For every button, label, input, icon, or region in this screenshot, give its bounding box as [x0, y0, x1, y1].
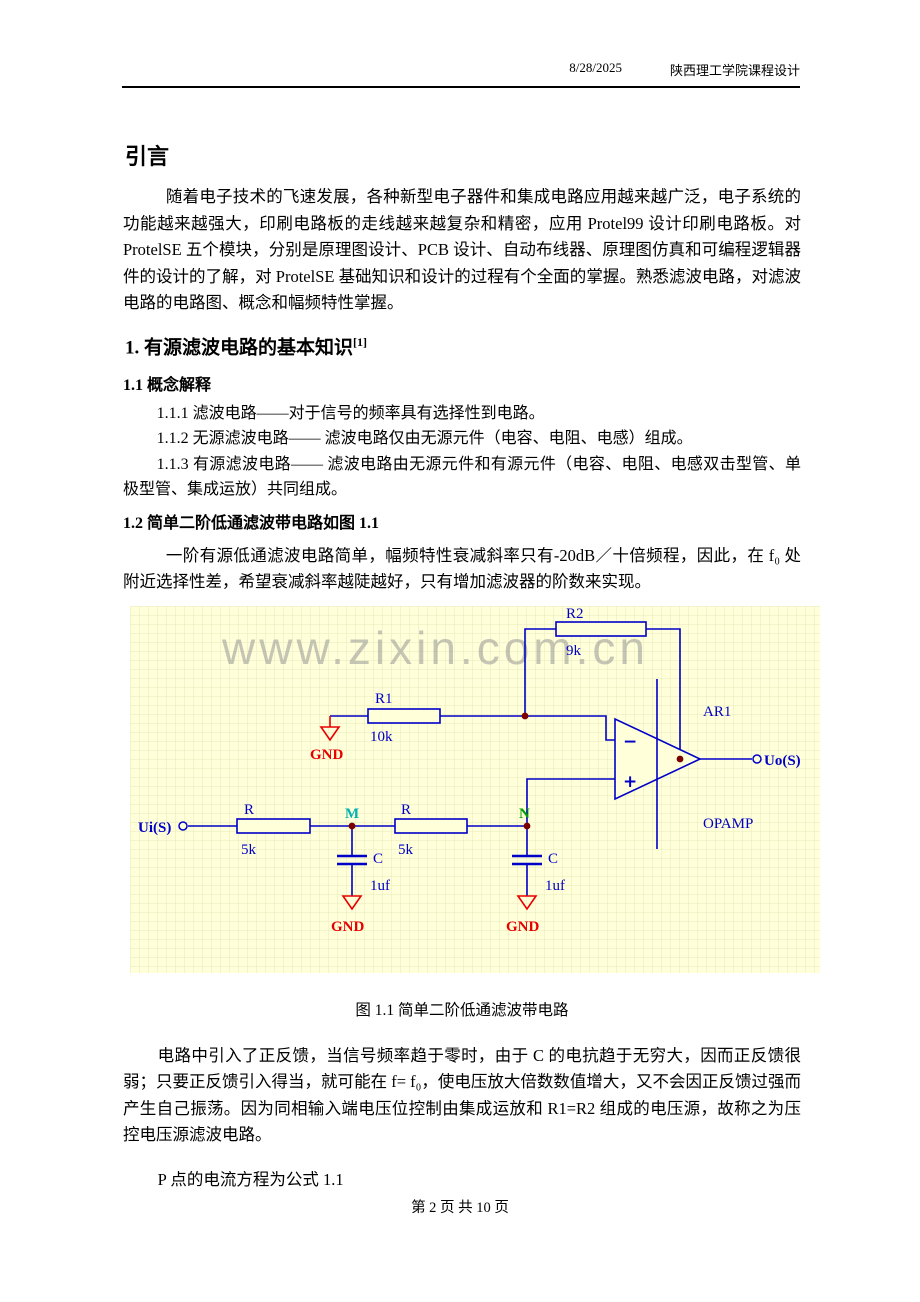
- junction-feedback: [521, 712, 529, 720]
- page-number-text: 第 2 页 共 10 页: [411, 1200, 509, 1216]
- definition-item-2: 1.1.2 无源滤波电路—— 滤波电路仅由无源元件（电容、电阻、电感）组成。: [156, 430, 693, 448]
- circuit-figure: www.zixin.com.cn: [130, 605, 820, 973]
- gnd3-label: GND: [506, 919, 540, 935]
- r1-label: R1: [375, 691, 393, 707]
- circuit-wires: [188, 628, 752, 896]
- header-date: 8/28/2025: [569, 60, 622, 75]
- section-1-heading: 1. 有源滤波电路的基本知识[1]: [125, 329, 801, 361]
- ar1-label: AR1: [703, 704, 731, 720]
- gnd2-arrow-icon: [341, 895, 363, 911]
- section-1-citation-ref: [1]: [353, 334, 368, 349]
- subsection-1-2-paragraph: 一阶有源低通滤波电路简单，幅频特性衰减斜率只有-20dB／十倍频程，因此，在 f…: [123, 545, 801, 592]
- input-signal-label: Ui(S): [138, 820, 171, 836]
- junction-dots: [348, 712, 684, 830]
- r2-label: R2: [566, 606, 584, 622]
- junction-output: [676, 755, 684, 763]
- r2-value-label: 9k: [566, 643, 582, 659]
- output-terminal: [752, 754, 762, 764]
- page-footer: 第 2 页 共 10 页: [0, 1196, 920, 1217]
- resistor-ra-symbol: [236, 818, 311, 834]
- rb-label: R: [401, 802, 411, 818]
- input-terminal: [178, 821, 188, 831]
- gnd1-label: GND: [310, 747, 344, 763]
- page-header: 8/28/2025 陕西理工学院课程设计: [122, 60, 800, 88]
- document-content: 引言 随着电子技术的飞速发展，各种新型电子器件和集成电路应用越来越广泛，电子系统…: [123, 96, 820, 1193]
- output-signal-label: Uo(S): [764, 753, 801, 769]
- gnd2-label: GND: [331, 919, 365, 935]
- opamp-label: OPAMP: [703, 816, 753, 832]
- resistor-r1-symbol: [367, 708, 441, 724]
- ground-symbols: [319, 715, 538, 911]
- ra-label: R: [244, 802, 254, 818]
- ra-value-label: 5k: [241, 842, 257, 858]
- resistor-r2-symbol: [555, 621, 647, 637]
- c1-value-label: 1uf: [370, 878, 390, 894]
- opamp-plus-sign: +: [623, 772, 637, 792]
- circuit-diagram-svg: www.zixin.com.cn: [130, 605, 820, 973]
- subsection-1-1-heading: 1.1 概念解释: [123, 376, 212, 394]
- figure-caption: 图 1.1 简单二阶低通滤波带电路: [355, 1001, 569, 1019]
- wire-to-noninverting-input: [526, 778, 615, 826]
- definition-list: 1.1.1 滤波电路——对于信号的频率具有选择性到电路。 1.1.2 无源滤波电…: [123, 401, 801, 503]
- capacitor-symbols: [337, 854, 542, 866]
- c2-value-label: 1uf: [545, 878, 565, 894]
- node-n-label: N: [519, 806, 530, 822]
- junction-node-m: [348, 822, 356, 830]
- wire-feedback-left: [524, 628, 556, 716]
- equation-intro-paragraph: P 点的电流方程为公式 1.1: [157, 1169, 344, 1189]
- diagram-grid: [130, 605, 820, 973]
- junction-node-n: [523, 822, 531, 830]
- wire-feedback-right: [646, 628, 681, 759]
- intro-paragraph: 随着电子技术的飞速发展，各种新型电子器件和集成电路应用越来越广泛，电子系统的功能…: [123, 187, 801, 312]
- wire-to-inverting-input: [525, 715, 615, 741]
- header-institution: 陕西理工学院课程设计: [669, 63, 800, 78]
- r1-value-label: 10k: [370, 729, 393, 745]
- c1-label: C: [373, 851, 383, 867]
- rb-value-label: 5k: [398, 842, 414, 858]
- resistor-symbols: [236, 621, 647, 834]
- definition-item-1: 1.1.1 滤波电路——对于信号的频率具有选择性到电路。: [156, 404, 545, 422]
- gnd3-arrow-icon: [516, 895, 538, 911]
- feedback-paragraph: 电路中引入了正反馈，当信号频率趋于零时，由于 C 的电抗趋于无穷大，因而正反馈很…: [123, 1045, 801, 1145]
- intro-title: 引言: [125, 144, 170, 169]
- node-m-label: M: [345, 806, 359, 822]
- opamp-minus-sign: −: [623, 732, 637, 752]
- section-1-heading-text: 1. 有源滤波电路的基本知识: [125, 336, 354, 358]
- gnd1-arrow-icon: [319, 726, 341, 742]
- subsection-1-2-heading: 1.2 简单二阶低通滤波带电路如图 1.1: [123, 514, 380, 532]
- resistor-rb-symbol: [394, 818, 468, 834]
- c2-label: C: [548, 851, 558, 867]
- definition-item-3: 1.1.3 有源滤波电路—— 滤波电路由无源元件和有源元件（电容、电阻、电感双击…: [123, 455, 801, 499]
